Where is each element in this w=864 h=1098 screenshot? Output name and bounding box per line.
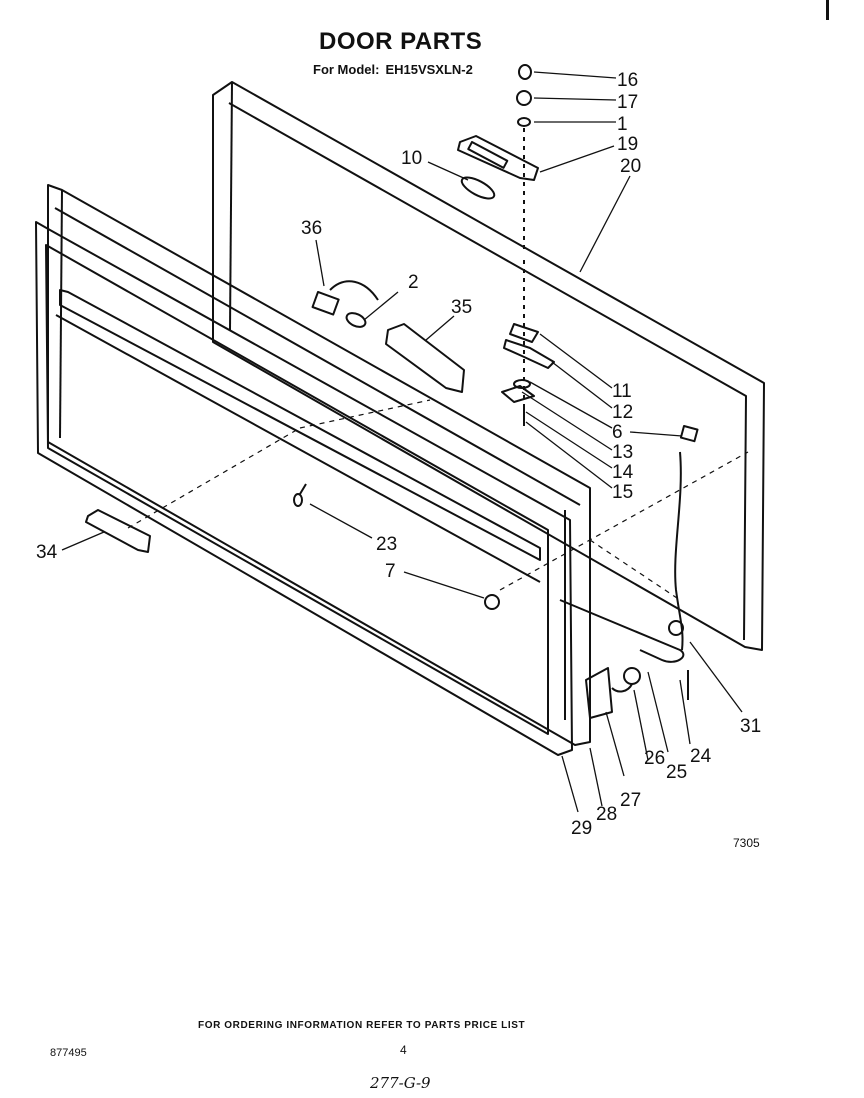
- model-line: For Model: EH15VSXLN-2: [313, 62, 473, 77]
- callout-10: 10: [401, 148, 422, 169]
- screw-23: [293, 483, 307, 507]
- leader-lines: [61, 71, 743, 813]
- callout-26: 26: [644, 748, 665, 769]
- callout-19: 19: [617, 134, 638, 155]
- callout-14: 14: [612, 462, 634, 483]
- assembly-lines: [127, 399, 749, 601]
- callout-6: 6: [612, 422, 623, 443]
- model-number: EH15VSXLN-2: [385, 62, 473, 77]
- figure-id: 7305: [733, 836, 760, 850]
- callout-12: 12: [612, 402, 633, 423]
- callout-31: 31: [740, 716, 761, 737]
- callout-25: 25: [666, 762, 687, 783]
- callout-7: 7: [385, 561, 396, 582]
- outer-door-panel: [47, 184, 591, 746]
- callout-20: 20: [620, 156, 641, 177]
- door-liner-frame: [212, 81, 765, 651]
- callout-24: 24: [690, 746, 712, 767]
- page-title: DOOR PARTS: [319, 28, 483, 55]
- scan-edge-mark: [826, 0, 829, 20]
- callout-23: 23: [376, 534, 397, 555]
- clip-26: [611, 667, 641, 693]
- callout-34: 34: [36, 542, 58, 563]
- callout-28: 28: [596, 804, 617, 825]
- handle-strip: [59, 289, 541, 561]
- callout-13: 13: [612, 442, 633, 463]
- plate-27: [585, 667, 613, 719]
- callout-29: 29: [571, 818, 592, 839]
- callout-27: 27: [620, 790, 641, 811]
- page-number: 4: [400, 1043, 407, 1057]
- cord-assembly: [668, 425, 699, 700]
- handle-34: [85, 509, 151, 553]
- ordering-note: FOR ORDERING INFORMATION REFER TO PARTS …: [198, 1020, 526, 1031]
- plug-7: [484, 594, 500, 610]
- plug-10: [460, 176, 496, 200]
- callout-11: 11: [612, 381, 632, 402]
- lower-hinge-parts: [501, 260, 555, 430]
- bulb-2: [345, 312, 367, 328]
- callout-1: 1: [617, 114, 628, 135]
- model-prefix: For Model:: [313, 62, 380, 77]
- callout-16: 16: [617, 70, 638, 91]
- callout-17: 17: [617, 92, 638, 113]
- bracket-35: [385, 323, 465, 393]
- switch-36: [311, 280, 379, 316]
- callout-15: 15: [612, 482, 633, 503]
- heater-wire: [559, 599, 685, 663]
- door-gasket: [35, 221, 573, 756]
- top-hinge-bracket: [457, 135, 539, 181]
- callout-2: 2: [408, 272, 419, 293]
- callout-36: 36: [301, 218, 322, 239]
- hinge-stack: [516, 64, 532, 250]
- document-number: 877495: [50, 1047, 87, 1059]
- handwritten-note: 277-G-9: [370, 1074, 431, 1092]
- callout-35: 35: [451, 297, 472, 318]
